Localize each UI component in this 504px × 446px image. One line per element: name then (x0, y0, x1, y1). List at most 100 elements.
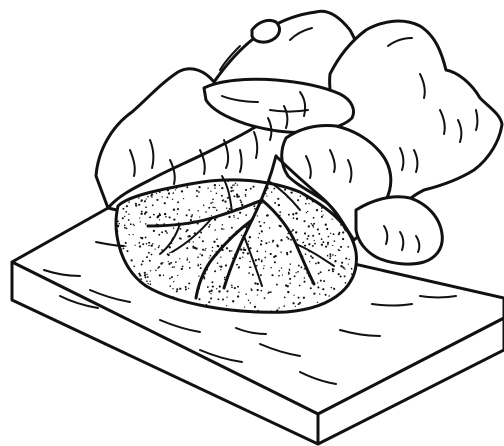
sediment-dot (344, 275, 346, 277)
sediment-dot (285, 284, 287, 286)
sediment-dot (183, 198, 184, 199)
sediment-dot (142, 282, 144, 284)
sediment-dot (171, 276, 173, 278)
sediment-dot (175, 189, 176, 190)
sediment-dot (211, 281, 213, 283)
sediment-dot (313, 293, 315, 295)
sediment-dot (216, 209, 218, 211)
sediment-dot (207, 286, 209, 288)
sediment-dot (300, 195, 302, 197)
sediment-dot (145, 206, 147, 208)
sediment-dot (270, 267, 271, 268)
sediment-dot (133, 224, 134, 225)
sediment-dot (221, 187, 223, 189)
sediment-dot (348, 263, 349, 264)
sediment-dot (195, 303, 197, 305)
sediment-dot (220, 269, 221, 270)
sediment-dot (118, 242, 120, 244)
sediment-dot (264, 182, 266, 184)
sediment-dot (151, 245, 153, 247)
sediment-dot (191, 216, 193, 218)
sediment-dot (176, 288, 178, 290)
sediment-dot (195, 247, 197, 249)
sediment-dot (167, 189, 169, 191)
sediment-dot (297, 271, 299, 273)
sediment-dot (118, 223, 119, 224)
sediment-dot (251, 310, 252, 311)
sediment-dot (305, 253, 307, 255)
sediment-dot (258, 237, 259, 238)
sediment-dot (332, 254, 334, 256)
sediment-dot (248, 272, 250, 274)
sediment-dot (317, 282, 318, 283)
sediment-dot (148, 242, 150, 244)
sediment-dot (240, 201, 242, 203)
sediment-dot (263, 268, 264, 269)
sediment-dot (269, 227, 271, 229)
sediment-dot (161, 249, 163, 251)
sediment-dot (186, 186, 188, 188)
sediment-dot (257, 215, 258, 216)
sediment-dot (198, 191, 200, 193)
sediment-dot (278, 275, 280, 277)
sediment-dot (308, 203, 309, 204)
sediment-dot (281, 267, 282, 268)
sediment-dot (287, 238, 289, 240)
sediment-dot (252, 186, 254, 188)
sediment-dot (231, 284, 233, 286)
sediment-dot (288, 271, 290, 273)
sediment-dot (209, 291, 211, 293)
sediment-dot (138, 204, 140, 206)
sediment-dot (126, 250, 128, 252)
sediment-dot (342, 238, 344, 240)
sediment-dot (139, 217, 140, 218)
sediment-dot (317, 228, 319, 230)
sediment-dot (209, 224, 211, 226)
sediment-dot (179, 237, 181, 239)
sediment-dot (226, 207, 227, 208)
sediment-dot (220, 257, 221, 258)
sediment-dot (232, 185, 233, 186)
sediment-dot (153, 230, 155, 232)
sediment-dot (243, 247, 244, 248)
sediment-dot (334, 240, 336, 242)
sediment-dot (317, 302, 318, 303)
sediment-dot (148, 252, 150, 254)
sediment-dot (213, 241, 215, 243)
sediment-dot (338, 273, 340, 275)
sediment-dot (259, 233, 261, 235)
sediment-dot (144, 200, 146, 202)
sediment-dot (241, 235, 242, 236)
sediment-dot (303, 297, 305, 299)
sediment-dot (298, 303, 300, 305)
sediment-dot (160, 262, 162, 264)
sediment-dot (202, 240, 204, 242)
sediment-dot (327, 244, 328, 245)
sediment-dot (312, 257, 314, 259)
sediment-dot (182, 266, 184, 268)
sediment-dot (222, 224, 223, 225)
sediment-dot (331, 287, 333, 289)
sediment-dot (129, 234, 130, 235)
sediment-dot (214, 229, 216, 231)
sediment-dot (128, 201, 130, 203)
sediment-dot (204, 278, 206, 280)
sediment-dot (219, 185, 220, 186)
sediment-dot (235, 183, 237, 185)
sediment-dot (249, 261, 251, 263)
sediment-dot (210, 255, 212, 257)
sediment-dot (242, 257, 243, 258)
sediment-dot (176, 290, 178, 292)
sediment-dot (289, 282, 291, 284)
sediment-dot (312, 235, 314, 237)
sediment-dot (340, 246, 342, 248)
sediment-dot (149, 260, 151, 262)
sediment-dot (207, 188, 208, 189)
sediment-dot (205, 248, 206, 249)
sediment-dot (248, 241, 249, 242)
sediment-dot (237, 286, 239, 288)
sediment-dot (193, 241, 194, 242)
sediment-dot (231, 286, 233, 288)
sediment-dot (139, 274, 141, 276)
sediment-dot (314, 240, 315, 241)
